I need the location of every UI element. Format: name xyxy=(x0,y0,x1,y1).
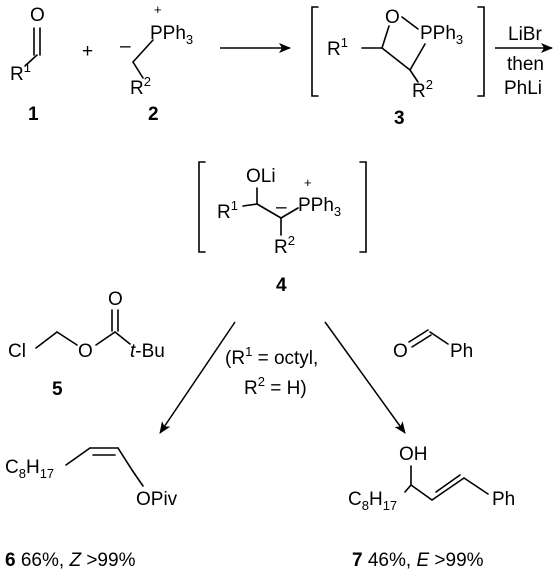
c6-ch2-o-bond xyxy=(131,469,144,487)
c3-c-r2-bond xyxy=(409,69,419,83)
c7-c-c-bond xyxy=(410,484,433,501)
c4-minus-charge: – xyxy=(276,197,287,218)
c7-ph-label: Ph xyxy=(492,489,515,510)
c2-r-label: R2 xyxy=(130,74,151,99)
c4-r1-label: R1 xyxy=(217,198,238,223)
c7-alkene-bond xyxy=(431,477,465,501)
c3-r1-label: R1 xyxy=(327,35,348,60)
compound-1-number: 1 xyxy=(28,104,39,125)
c4-plus-charge: + xyxy=(304,175,312,190)
c6-opiv-label: OPiv xyxy=(136,489,178,510)
c2-phosphorus-label: PPh3 xyxy=(150,23,193,47)
compound-5: Cl O O t-Bu 5 xyxy=(8,289,165,400)
compound-3-number: 3 xyxy=(394,108,405,129)
c6-alkyl-label: C8H17 xyxy=(5,457,54,481)
benzaldehyde-ph-label: Ph xyxy=(450,341,473,362)
c2-plus-charge: + xyxy=(154,2,162,17)
compound-2-number: 2 xyxy=(148,104,159,125)
c3-c-c-bond xyxy=(381,47,411,71)
reaction-arrow-to-7 xyxy=(324,321,406,434)
compound-2: + PPh3 – R2 2 xyxy=(120,2,193,125)
c1-r-label: R1 xyxy=(10,60,31,85)
c7-c-alkyl-bond xyxy=(404,484,412,493)
c7-alkyl-label: C8H17 xyxy=(348,489,397,513)
c2-c-r-bond xyxy=(132,61,144,79)
c7-alkene-double xyxy=(435,474,461,493)
c3-right-bracket xyxy=(477,6,485,97)
c3-c-p-bond xyxy=(409,43,426,71)
c4-c-r1-bond xyxy=(242,203,258,207)
c2-p-c-bond xyxy=(132,39,154,63)
compound-4-number: 4 xyxy=(276,275,287,296)
compound-1: O R1 1 xyxy=(10,5,45,125)
c4-r2-label: R2 xyxy=(274,233,295,258)
c5-cl-c-bond xyxy=(35,331,58,349)
compound-4: OLi R1 – + PPh3 R2 4 xyxy=(198,161,367,296)
c1-c-r-bond xyxy=(24,54,38,67)
plus-sign: + xyxy=(82,41,93,62)
c7-c-ph-bond xyxy=(463,477,489,495)
reagent-libr: LiBr xyxy=(508,24,542,45)
condition-line-2: R2 = H) xyxy=(244,374,307,399)
c3-phosphorus-label: PPh3 xyxy=(420,23,463,47)
c3-o-c-bond xyxy=(381,25,390,49)
c6-c-ch2-bond xyxy=(117,447,133,471)
c3-left-bracket xyxy=(311,6,319,97)
c4-c-p-bond xyxy=(280,207,299,219)
c2-minus-charge: – xyxy=(120,36,131,57)
reaction-arrow-to-6 xyxy=(159,321,236,434)
benzaldehyde: O Ph xyxy=(393,329,473,362)
c3-o-p-bond xyxy=(401,16,419,30)
c5-tbu-label: t-Bu xyxy=(130,341,165,362)
benzaldehyde-co-double-2 xyxy=(411,334,432,348)
reagent-then: then xyxy=(507,54,544,75)
c1-oxygen-label: O xyxy=(30,5,45,26)
yield-caption-7: 7 46%, E >99% xyxy=(352,550,484,571)
compound-3: O PPh3 R1 R2 3 xyxy=(311,6,485,129)
c5-ester-oxygen: O xyxy=(78,341,93,362)
c7-oh-label: OH xyxy=(399,444,428,465)
c3-r2-label: R2 xyxy=(412,77,433,102)
c4-phosphorus-label: PPh3 xyxy=(298,195,341,219)
c5-cl-label: Cl xyxy=(8,341,26,362)
c5-c-tbu-bond xyxy=(114,331,131,345)
compound-5-number: 5 xyxy=(52,379,63,400)
c4-c-c-bond xyxy=(256,203,282,219)
c6-c-c-bond xyxy=(65,447,91,466)
compound-7: OH C8H17 Ph xyxy=(348,444,515,513)
benzaldehyde-co-double-1 xyxy=(408,329,429,343)
yield-caption-6: 6 66%, Z >99% xyxy=(5,550,136,571)
c4-left-bracket xyxy=(198,161,206,253)
c5-carbonyl-oxygen: O xyxy=(108,289,123,310)
condition-line-1: (R1 = octyl, xyxy=(225,344,318,369)
reagent-phli: PhLi xyxy=(504,78,542,99)
c5-o-c-bond xyxy=(95,331,116,346)
c5-c-o-bond xyxy=(56,331,78,346)
benzaldehyde-oxygen: O xyxy=(393,341,408,362)
compound-6: C8H17 OPiv xyxy=(5,447,178,510)
c4-right-bracket xyxy=(359,161,367,253)
c4-oli-label: OLi xyxy=(246,166,276,187)
c3-oxygen-label: O xyxy=(385,7,400,28)
benzaldehyde-c-ph-bond xyxy=(429,331,449,345)
